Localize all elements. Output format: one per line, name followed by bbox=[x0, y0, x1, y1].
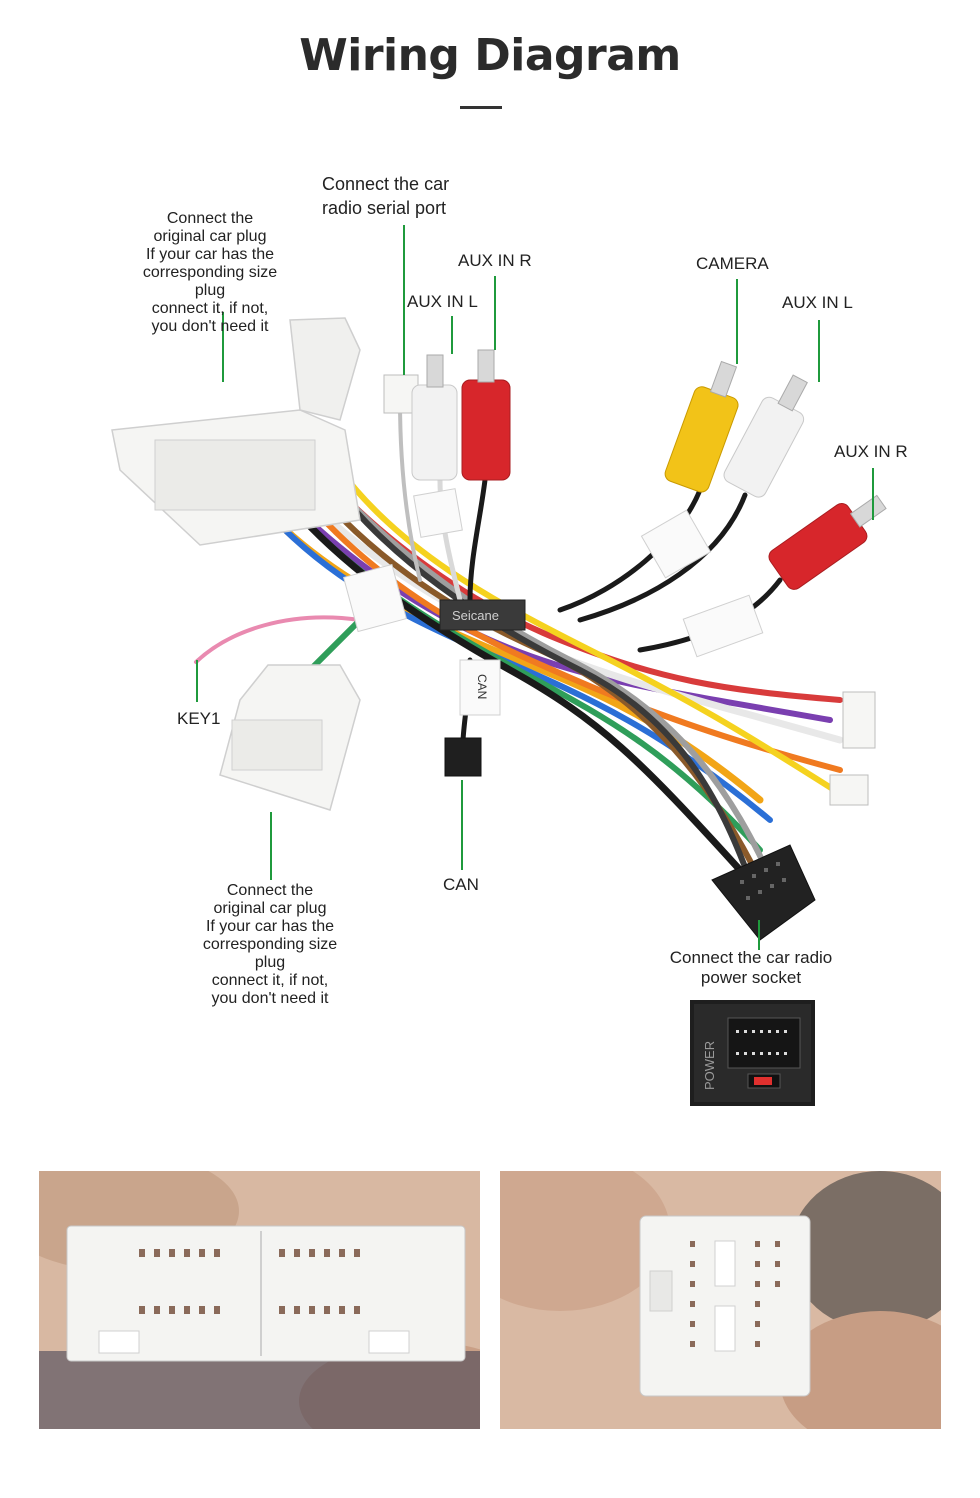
serial-port-line2: radio serial port bbox=[322, 198, 447, 218]
orig-plug-top-note3: connect it, if not, bbox=[151, 300, 269, 317]
orig-plug-top-note4: you don't need it bbox=[151, 318, 269, 335]
label-aux-in-l-right: AUX IN L bbox=[782, 293, 853, 312]
label-serial-port: Connect the car radio serial port bbox=[322, 172, 449, 220]
leader-key1 bbox=[196, 660, 198, 702]
leader-aux-in-r-right bbox=[872, 468, 874, 520]
title-underline bbox=[460, 106, 502, 109]
leader-power-socket bbox=[758, 920, 760, 950]
rca-aux-in-r-left bbox=[461, 349, 511, 481]
page-title: Wiring Diagram bbox=[299, 30, 681, 81]
tag-aux bbox=[682, 594, 764, 658]
leader-orig-plug-bottom bbox=[270, 812, 272, 880]
photo-large-connector bbox=[39, 1171, 480, 1429]
label-aux-in-r-right: AUX IN R bbox=[834, 442, 908, 461]
wiring-harness-illustration: Seicane CAN bbox=[111, 317, 887, 941]
orig-plug-bottom-note3: connect it, if not, bbox=[211, 972, 329, 989]
rca-aux-in-r-right bbox=[768, 494, 887, 590]
leader-aux-in-r-left bbox=[494, 276, 496, 350]
power-socket-photo: POWER bbox=[690, 1000, 815, 1106]
power-connector-black bbox=[711, 844, 816, 941]
rca-camera bbox=[664, 360, 739, 493]
rca-aux-in-l-right bbox=[723, 374, 808, 498]
right-white-connector-1 bbox=[842, 691, 876, 749]
orig-plug-bottom-note2: corresponding size plug bbox=[202, 936, 338, 971]
tag-camera bbox=[640, 509, 712, 579]
tag-rca-left bbox=[413, 488, 463, 538]
rca-aux-in-l-left bbox=[411, 354, 458, 481]
orig-plug-bottom-note4: you don't need it bbox=[211, 990, 329, 1007]
leader-aux-in-l-right bbox=[818, 320, 820, 382]
label-camera: CAMERA bbox=[696, 254, 769, 273]
orig-plug-top-line1: Connect the bbox=[166, 210, 254, 227]
label-can: CAN bbox=[443, 875, 479, 894]
seicane-brand: Seicane bbox=[452, 608, 499, 623]
label-orig-plug-bottom: Connect the original car plug If your ca… bbox=[190, 882, 350, 1008]
original-plug-connector-top bbox=[111, 317, 361, 546]
leader-camera bbox=[736, 279, 738, 364]
label-aux-in-r-left: AUX IN R bbox=[458, 251, 532, 270]
leader-serial-port bbox=[403, 225, 405, 375]
orig-plug-top-note1: If your car has the bbox=[145, 246, 275, 263]
can-tag-text: CAN bbox=[475, 674, 489, 699]
orig-plug-bottom-line1: Connect the bbox=[226, 882, 314, 899]
orig-plug-top-line2: original car plug bbox=[153, 228, 267, 245]
label-orig-plug-top: Connect the original car plug If your ca… bbox=[130, 210, 290, 336]
orig-plug-top-note2: corresponding size plug bbox=[142, 264, 278, 299]
label-aux-in-l-left: AUX IN L bbox=[407, 292, 478, 311]
can-connector bbox=[444, 737, 482, 777]
tag-can bbox=[459, 659, 501, 716]
leader-orig-plug-top bbox=[222, 312, 224, 382]
leader-can bbox=[461, 780, 463, 870]
power-socket-line1: Connect the car radio bbox=[669, 948, 833, 967]
leader-aux-in-l-left bbox=[451, 316, 453, 354]
label-key1: KEY1 bbox=[177, 709, 221, 728]
power-word: POWER bbox=[702, 1041, 717, 1090]
original-plug-connector-bottom bbox=[219, 664, 361, 811]
right-white-connector-2 bbox=[829, 774, 869, 806]
label-power-socket: Connect the car radio power socket bbox=[656, 948, 846, 988]
serial-port-line1: Connect the car bbox=[322, 174, 450, 194]
orig-plug-bottom-note1: If your car has the bbox=[205, 918, 335, 935]
tag-harness-1 bbox=[342, 563, 408, 633]
photo-small-connector bbox=[500, 1171, 941, 1429]
tag-seicane bbox=[439, 599, 526, 631]
power-socket-line2: power socket bbox=[700, 968, 802, 987]
orig-plug-bottom-line2: original car plug bbox=[213, 900, 327, 917]
